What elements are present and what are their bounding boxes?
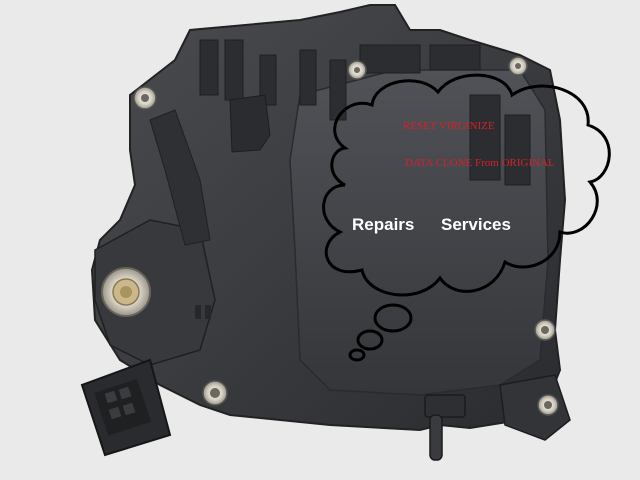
mounting-inserts [133,56,559,416]
repairs-label: Repairs [352,215,415,234]
thought-bubbles [348,303,413,362]
right-bracket [499,374,571,441]
electrical-connector [80,358,172,457]
embossed-marks [195,305,211,319]
thought-cloud [322,73,611,297]
ribbed-section [199,39,531,186]
data-clone-label: DATA CLONE From ORIGINAL [405,157,555,169]
left-rib [149,109,211,246]
reset-virginize-label: RESET VIRGINIZE [403,120,495,132]
left-bracket [94,219,216,366]
left-boss [229,94,271,153]
splined-shaft [101,267,151,317]
services-label: Services [441,215,511,234]
pipe-fitting [424,394,466,461]
